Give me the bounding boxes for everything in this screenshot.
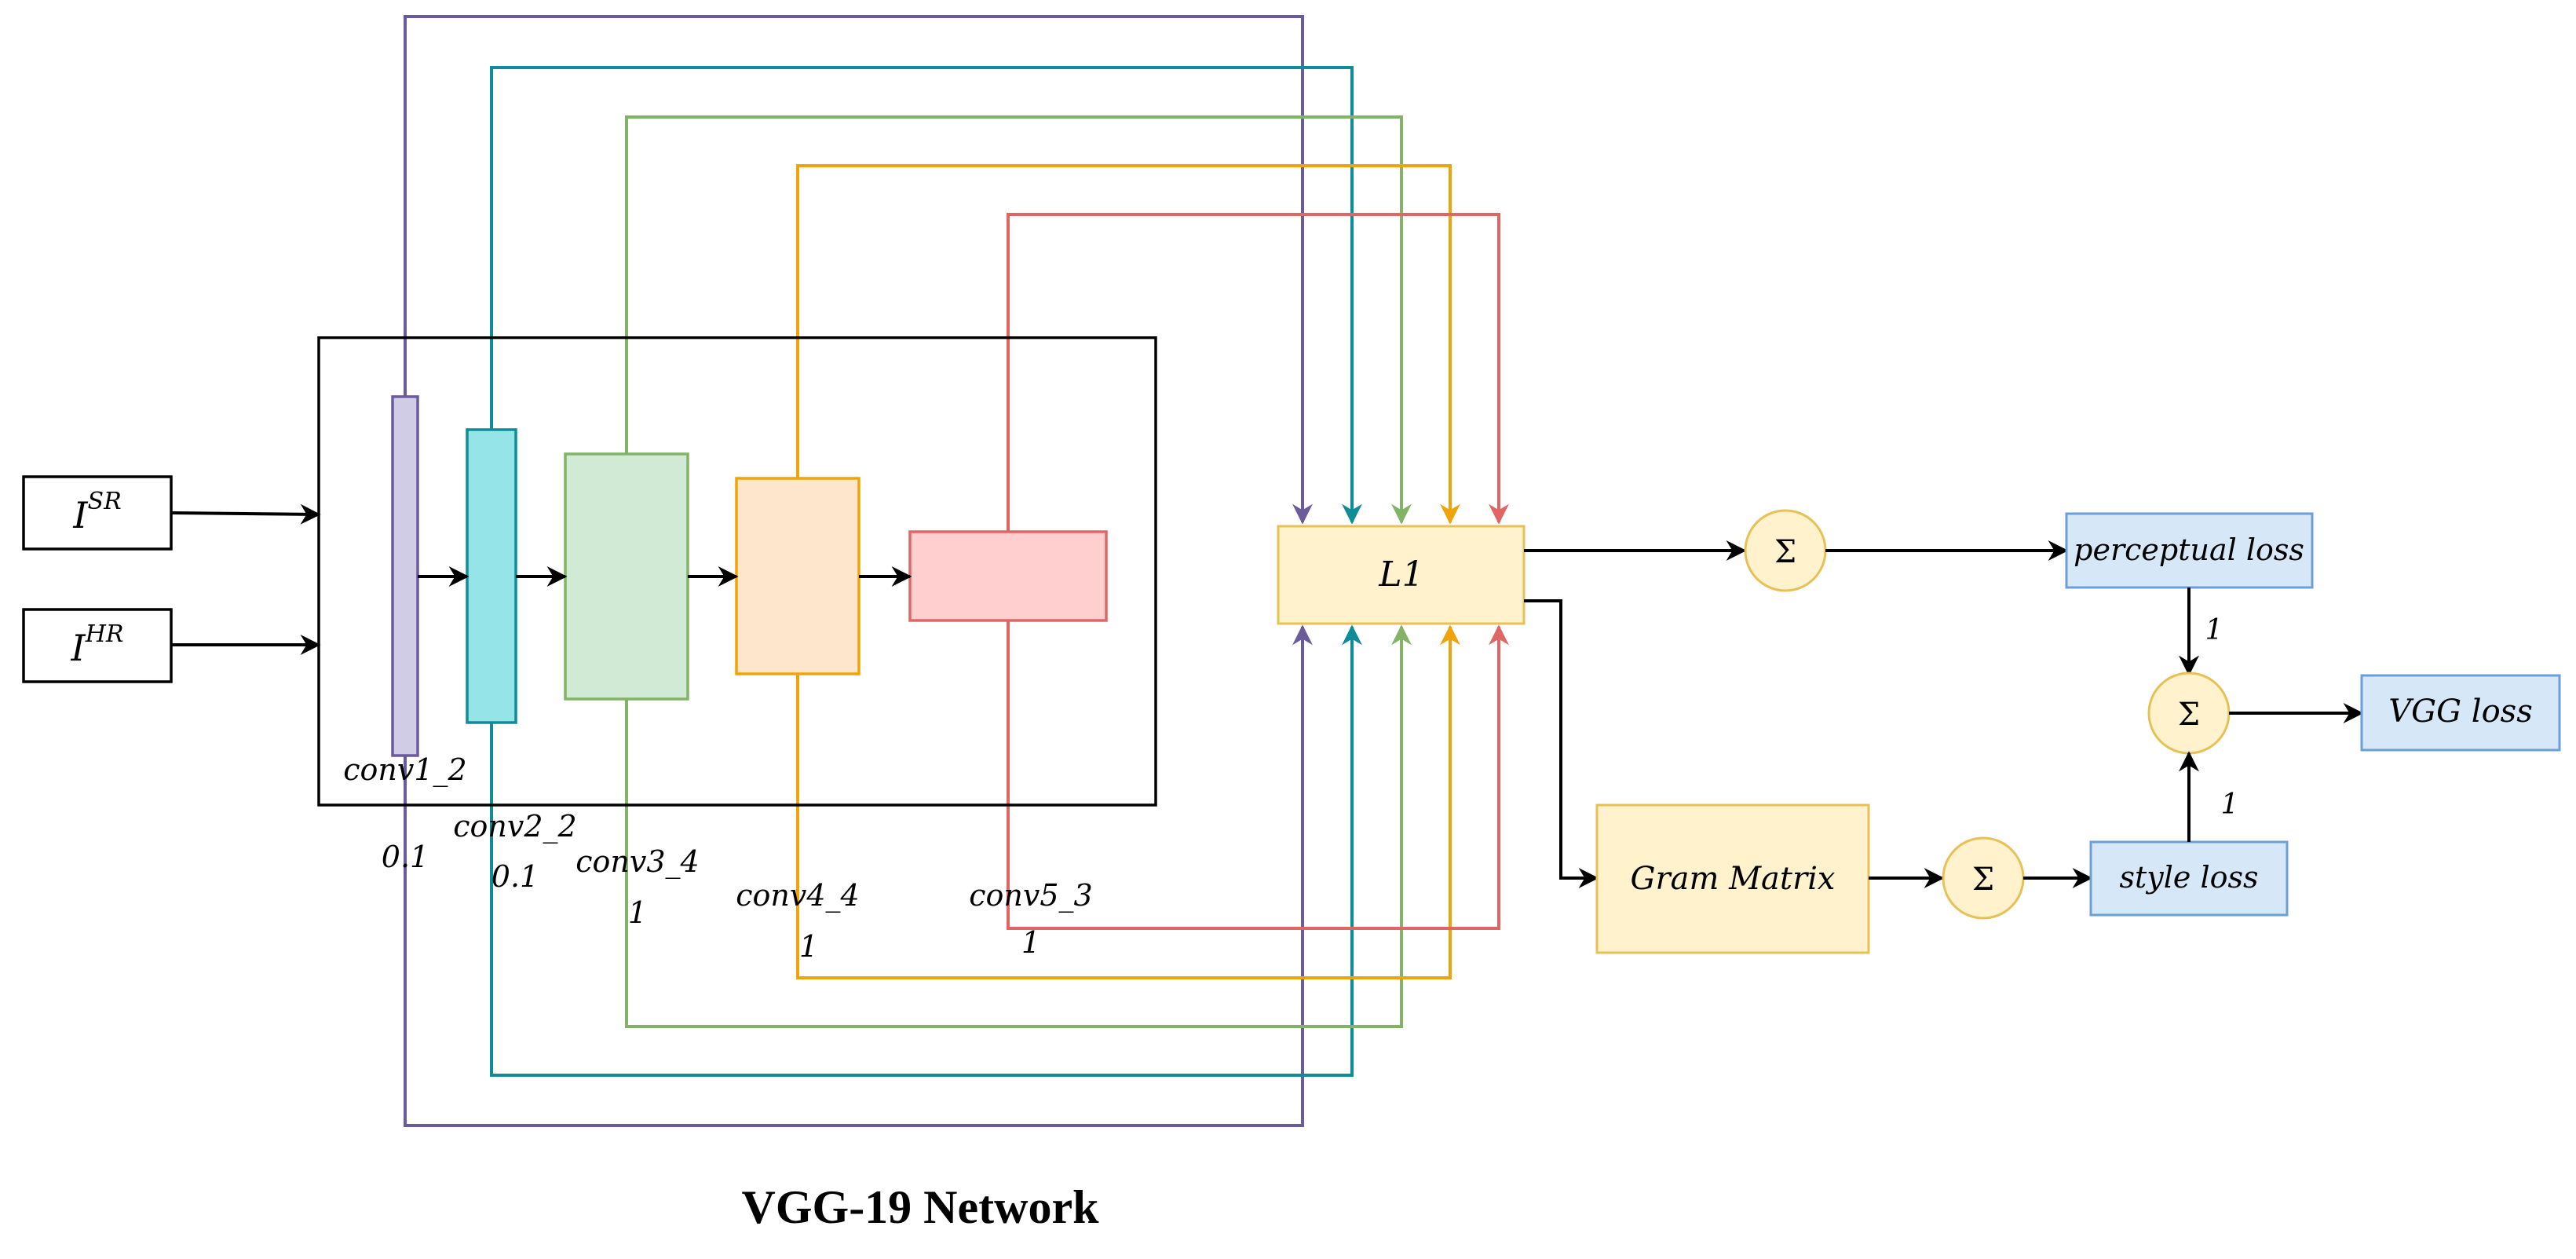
layer-weight-conv3-4: 1 xyxy=(628,895,647,930)
loop-conv4-4-top xyxy=(796,164,1460,525)
layer-weight-conv5-3: 1 xyxy=(1021,925,1040,960)
loop-conv2-2-bottom xyxy=(490,624,1362,1077)
loop-conv5-3-bottom xyxy=(1007,620,1509,930)
vgg19-network-frame xyxy=(317,336,1157,807)
layer-block-conv1-2 xyxy=(391,395,419,757)
layer-label-conv3-4: conv3_4 xyxy=(575,844,699,880)
perceptual-weight: 1 xyxy=(2205,614,2223,646)
input-hr: IHR xyxy=(22,608,173,683)
layer-label-conv2-2: conv2_2 xyxy=(453,809,576,844)
input-sr: ISR xyxy=(22,475,173,551)
layer-weight-conv2-2: 0.1 xyxy=(491,859,539,894)
layer-block-conv2-2 xyxy=(466,428,517,724)
loop-conv3-4-bottom xyxy=(625,624,1412,1028)
input-sr-box xyxy=(22,475,173,551)
layer-block-conv5-3 xyxy=(908,530,1108,622)
perceptual-loss-box xyxy=(2065,512,2314,589)
loop-conv1-2-top xyxy=(404,15,1313,525)
loop-conv1-2-bottom xyxy=(404,624,1313,1127)
layer-label-conv4-4: conv4_4 xyxy=(736,878,859,913)
arrow-sr-to-vgg xyxy=(170,503,321,525)
style-sum-symbol: Σ xyxy=(1972,862,1994,898)
input-sr-label: ISR xyxy=(72,488,121,536)
style-loss-label: style loss xyxy=(2120,860,2259,895)
layer-weight-conv1-2: 0.1 xyxy=(382,840,429,874)
layer-label-conv5-3: conv5_3 xyxy=(969,878,1092,913)
layer-label-conv1-2: conv1_2 xyxy=(343,752,466,788)
perceptual-loss-label: perceptual loss xyxy=(2074,533,2304,567)
style-weight: 1 xyxy=(2221,789,2239,821)
l1-box xyxy=(1277,525,1526,625)
loop-conv5-3-top xyxy=(1007,213,1509,532)
layer-labels: conv1_2 0.1 conv2_2 0.1 conv3_4 1 conv4_… xyxy=(343,752,1092,964)
input-hr-box xyxy=(22,608,173,683)
vgg-layers xyxy=(391,395,1108,757)
gram-matrix-box xyxy=(1595,803,1870,954)
vgg-loss-box xyxy=(2360,674,2561,752)
arrow-l1-to-gram xyxy=(1524,599,1599,888)
layer-block-conv3-4 xyxy=(564,452,689,701)
input-hr-label: IHR xyxy=(71,620,124,669)
loop-conv4-4-bottom xyxy=(796,624,1460,979)
layer-block-conv4-4 xyxy=(735,477,860,675)
feature-loops xyxy=(404,15,1509,1127)
l1-label: L1 xyxy=(1378,554,1423,595)
vgg-loss-label: VGG loss xyxy=(2388,694,2532,730)
layer-weight-conv4-4: 1 xyxy=(799,929,818,964)
total-sum-symbol: Σ xyxy=(2178,697,2200,733)
loop-conv3-4-top xyxy=(625,115,1412,525)
network-caption: VGG-19 Network xyxy=(742,1181,1100,1233)
perceptual-sum-symbol: Σ xyxy=(1774,534,1796,570)
loop-conv2-2-top xyxy=(490,66,1362,525)
style-loss-box xyxy=(2089,840,2289,917)
gram-matrix-label: Gram Matrix xyxy=(1631,861,1836,897)
